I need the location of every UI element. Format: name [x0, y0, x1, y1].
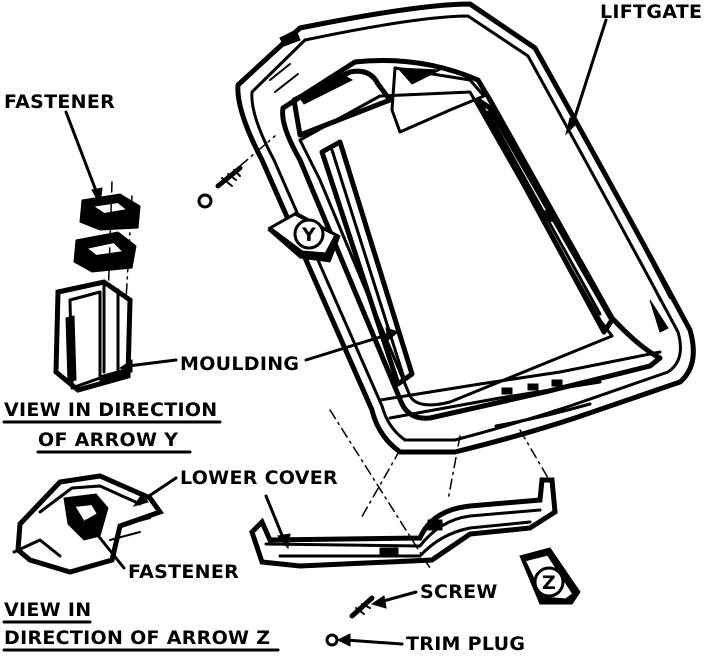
label-view-y-line2: OF ARROW Y [38, 429, 178, 451]
label-view-z-line1: VIEW IN [4, 599, 91, 621]
label-fastener-bottom: FASTENER [128, 561, 239, 583]
moulding-illustration [53, 279, 133, 393]
arrow-y-marker: Y [267, 211, 341, 263]
label-fastener-top: FASTENER [4, 91, 115, 113]
label-trim-plug: TRIM PLUG [406, 633, 525, 655]
arrow-y-letter: Y [301, 224, 316, 246]
screw-lower [349, 595, 375, 619]
liftgate-panel [235, 1, 696, 455]
screw-upper [197, 135, 276, 209]
label-screw: SCREW [420, 581, 498, 603]
label-lower-cover: LOWER COVER [180, 467, 338, 489]
lower-cover-illustration [249, 409, 558, 569]
label-liftgate: LIFTGATE [600, 1, 702, 23]
label-view-y-line1: VIEW IN DIRECTION [4, 399, 218, 421]
arrow-z-marker: Z [519, 547, 581, 605]
arrow-z-letter: Z [542, 572, 556, 594]
trim-plug-icon [325, 633, 339, 647]
label-view-z-line2: DIRECTION OF ARROW Z [4, 627, 270, 649]
leader-lines [64, 18, 608, 647]
fastener-top-illustration [73, 181, 141, 301]
label-moulding: MOULDING [180, 353, 299, 375]
